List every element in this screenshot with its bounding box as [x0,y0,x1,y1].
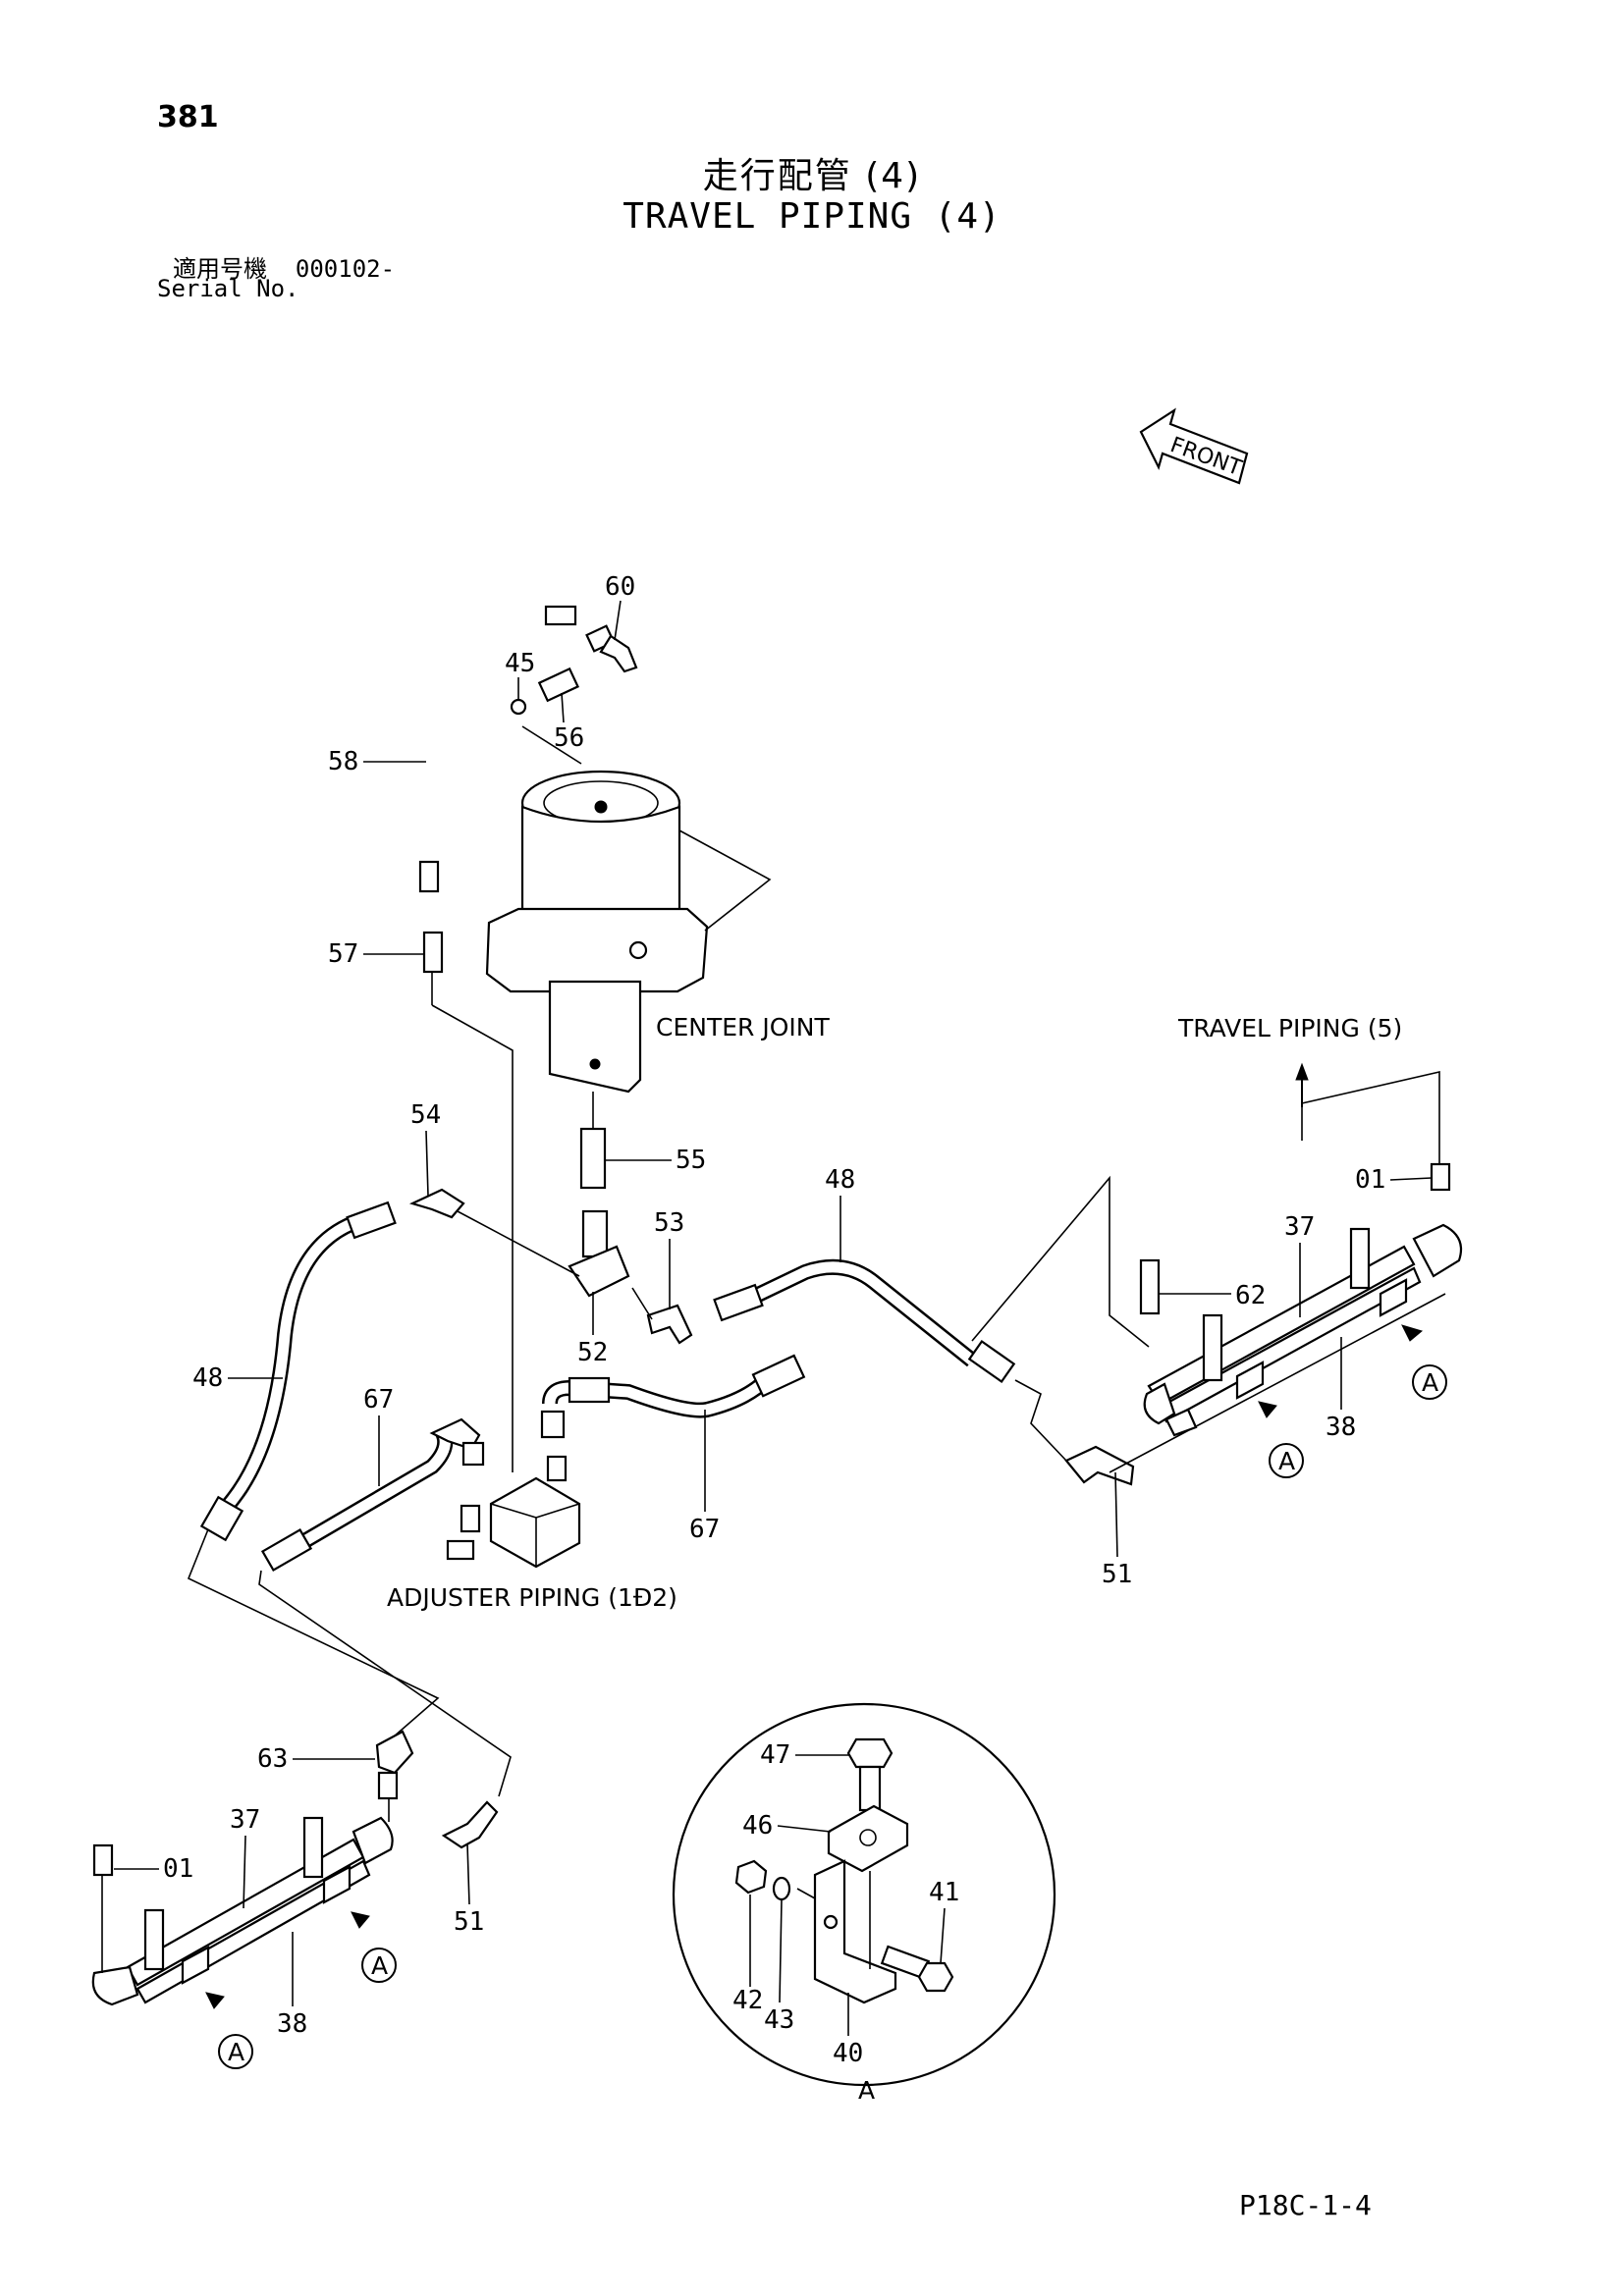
callout-56: 56 [554,723,584,753]
callout-40: 40 [833,2039,863,2068]
hose-67-upper [260,1417,485,1573]
adapter-57 [422,931,444,974]
o-ring-45 [510,698,527,716]
hose-48-right [713,1258,1016,1384]
callout-67-lower: 67 [689,1515,720,1544]
callout-51-right: 51 [1102,1560,1132,1589]
detail-a [672,1702,1056,2087]
adjuster-piping-label: ADJUSTER PIPING (1Đ2) [387,1583,677,1612]
callout-38-left: 38 [277,2009,307,2039]
callout-38-right: 38 [1326,1413,1356,1442]
callout-48-right: 48 [825,1165,855,1195]
callout-43: 43 [764,2005,794,2035]
serial-label-japanese: 適用号機 [173,255,267,283]
up-arrow-icon [1295,1062,1309,1081]
manifold-right [1139,1223,1463,1437]
callout-41: 41 [929,1878,959,1907]
page-number: 381 [157,100,219,134]
elbow-54 [408,1188,465,1219]
elbow-fitting-60 [585,624,638,673]
callout-42: 42 [732,1986,763,2015]
callout-45: 45 [505,649,535,678]
adapter-01-right [1430,1162,1451,1192]
callout-60: 60 [605,572,635,602]
page-title: TRAVEL PIPING (4) [623,196,1001,237]
page-code: P18C-1-4 [1239,2189,1372,2221]
center-joint-label: CENTER JOINT [656,1013,830,1041]
svg-text:A: A [371,1951,388,1980]
elbow-63 [375,1730,414,1775]
callout-37-right: 37 [1284,1212,1315,1242]
callout-63: 63 [257,1744,288,1774]
callouts: 60 45 56 58 57 54 55 53 52 48 48 67 [114,572,1433,2068]
adapter-56 [537,667,580,703]
hose-67-lower [540,1354,806,1439]
travel-piping-5-label: TRAVEL PIPING (5) [1177,1014,1402,1042]
svg-text:A: A [228,2038,244,2066]
hose-58 [418,605,577,893]
elbow-53 [646,1304,693,1345]
callout-67-upper: 67 [363,1385,394,1415]
callout-52: 52 [577,1338,608,1367]
callout-58: 58 [328,747,358,776]
callout-54: 54 [410,1100,441,1130]
marker-a: A A A A [218,1364,1447,2069]
svg-text:A: A [1278,1447,1295,1475]
center-joint [485,725,772,1094]
elbow-51-right [1064,1445,1135,1486]
front-arrow-icon: FRONT [1139,407,1249,485]
tee-52 [568,1209,630,1298]
serial-range: 適用号機 000102- [173,249,395,284]
callout-37-left: 37 [230,1805,260,1835]
detail-a-label: A [858,2076,875,2105]
callout-57: 57 [328,939,358,969]
serial-value: 000102- [295,255,396,283]
manifold-left [91,1816,394,2006]
serial-label: Serial No. [157,275,299,302]
hose-48-left [199,1201,397,1542]
callout-51-left: 51 [454,1907,484,1937]
callout-46: 46 [742,1811,773,1841]
callout-55: 55 [676,1146,706,1175]
adapter-55 [579,1127,607,1190]
adjuster-block [446,1455,581,1569]
elbow-51-left [441,1800,499,1849]
callout-01-left: 01 [163,1854,193,1884]
callout-53: 53 [654,1208,684,1238]
page-title-japanese: 走行配管 (4) [702,156,922,196]
svg-text:A: A [1422,1368,1438,1397]
callout-62: 62 [1235,1281,1266,1310]
callout-48-left: 48 [192,1363,223,1393]
callout-01-right: 01 [1355,1165,1385,1195]
callout-47: 47 [760,1740,790,1770]
